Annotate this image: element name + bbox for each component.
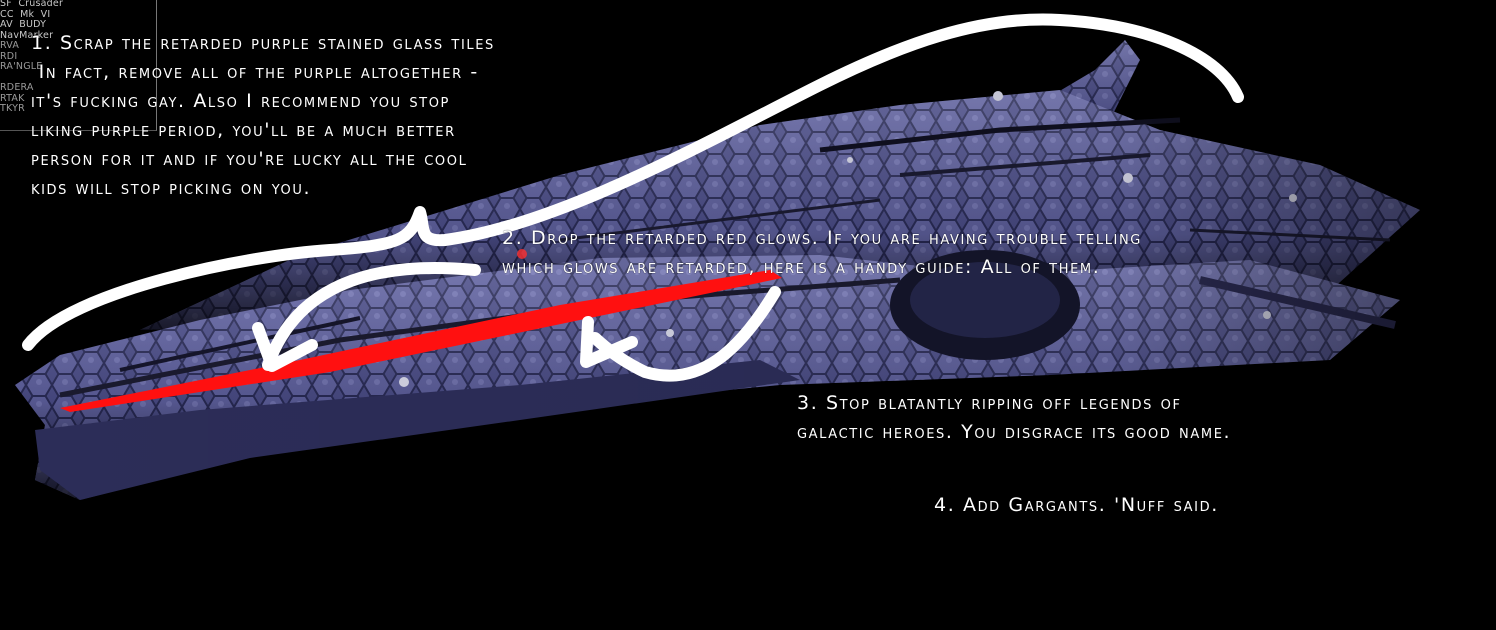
note-line: galactic heroes. You disgrace its good n…	[797, 421, 1232, 443]
hud-target-item[interactable]: RDI	[0, 50, 18, 62]
ship-red-glow-stripe	[60, 270, 782, 412]
annotation-note-3: 3. Stop blatantly ripping off legends of…	[797, 389, 1231, 447]
annotation-note-1: 1. Scrap the retarded purple stained gla…	[31, 29, 495, 203]
hud-target-item[interactable]: TKYR	[0, 103, 25, 114]
note-line: kids will stop picking on you.	[31, 177, 312, 199]
note-line: it's fucking gay. Also I recommend you s…	[31, 90, 450, 112]
scribble-arrow-left	[252, 262, 481, 372]
note-line: 1. Scrap the retarded purple stained gla…	[31, 32, 495, 54]
hud-target-item[interactable]: RDERA	[0, 82, 34, 93]
hud-target-item[interactable]: RVA	[0, 40, 20, 51]
hud-target-item[interactable]: SF Crusader	[0, 0, 64, 9]
annotation-note-4: 4. Add Gargants. 'Nuff said.	[934, 491, 1219, 520]
hud-target-item[interactable]: CC Mk VI	[0, 8, 51, 20]
note-line: 3. Stop blatantly ripping off legends of	[797, 392, 1182, 414]
note-line: In fact, remove all of the purple altoge…	[31, 61, 479, 83]
hud-target-list-panel: SF Crusader CC Mk VI AV BUDY NavMarker R…	[0, 0, 157, 131]
note-line: person for it and if you're lucky all th…	[31, 148, 468, 170]
note-line: which glows are retarded, here is a hand…	[502, 256, 1101, 278]
hud-target-list: SF Crusader CC Mk VI AV BUDY NavMarker R…	[0, 0, 63, 115]
note-line: 4. Add Gargants. 'Nuff said.	[934, 494, 1219, 516]
hud-target-item[interactable]: NavMarker	[0, 29, 54, 41]
hud-target-item[interactable]: RA'NGLE	[0, 61, 43, 72]
hud-target-item[interactable]: RTAK	[0, 92, 25, 104]
note-line: liking purple period, you'll be a much b…	[31, 119, 456, 141]
scribble-outline-stroke	[22, 13, 1244, 351]
scribble-arrow-right	[580, 286, 781, 382]
annotation-scribbles	[22, 13, 1244, 382]
hud-target-item[interactable]: AV BUDY	[0, 19, 47, 30]
annotation-note-2: 2. Drop the retarded red glows. If you a…	[502, 224, 1142, 282]
note-line: 2. Drop the retarded red glows. If you a…	[502, 227, 1142, 249]
